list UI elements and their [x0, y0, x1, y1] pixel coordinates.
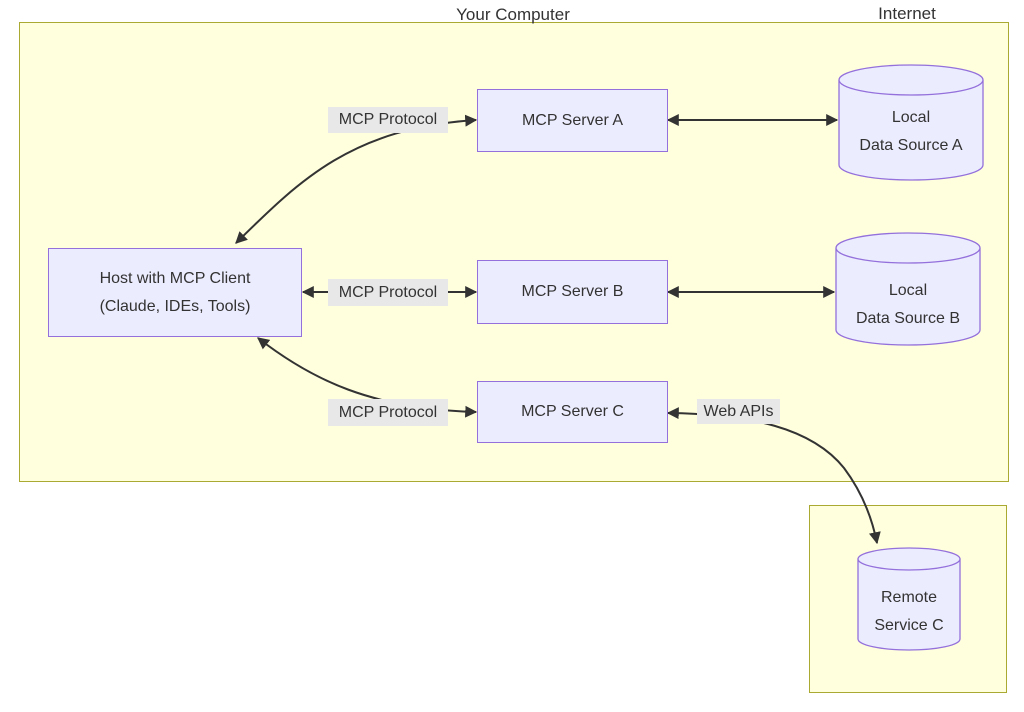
edge-label-mcp-protocol-middle: MCP Protocol [328, 279, 448, 306]
edge-label-web-apis: Web APIs [697, 399, 780, 424]
host-node: Host with MCP Client (Claude, IDEs, Tool… [48, 248, 302, 337]
edge-label-mcp-protocol-top: MCP Protocol [328, 107, 448, 133]
host-node-label-line2: (Claude, IDEs, Tools) [99, 297, 251, 315]
mcp-server-a-label: MCP Server A [521, 111, 624, 129]
local-data-source-b-label: Local Data Source B [855, 282, 961, 327]
local-data-source-b-cylinder [835, 232, 981, 346]
mcp-server-c-node: MCP Server C [477, 381, 668, 443]
edge-server-c-remote-service-c [666, 407, 881, 545]
local-data-source-a-cylinder [838, 64, 984, 181]
remote-service-c-label: Remote Service C [874, 589, 944, 634]
local-data-source-a-label: Local Data Source A [859, 109, 963, 154]
your-computer-cluster-title: Your Computer [456, 5, 570, 24]
mcp-server-b-label: MCP Server B [521, 283, 624, 300]
internet-cluster-title: Internet [878, 4, 936, 23]
host-node-label-line1: Host with MCP Client [99, 269, 251, 287]
edge-label-mcp-protocol-bottom: MCP Protocol [328, 399, 448, 426]
mcp-server-c-label: MCP Server C [521, 403, 624, 420]
remote-service-c-cylinder [857, 547, 961, 651]
edge-host-server-a [235, 114, 478, 244]
mcp-server-b-node: MCP Server B [477, 260, 668, 324]
mcp-server-a-node: MCP Server A [477, 89, 668, 152]
